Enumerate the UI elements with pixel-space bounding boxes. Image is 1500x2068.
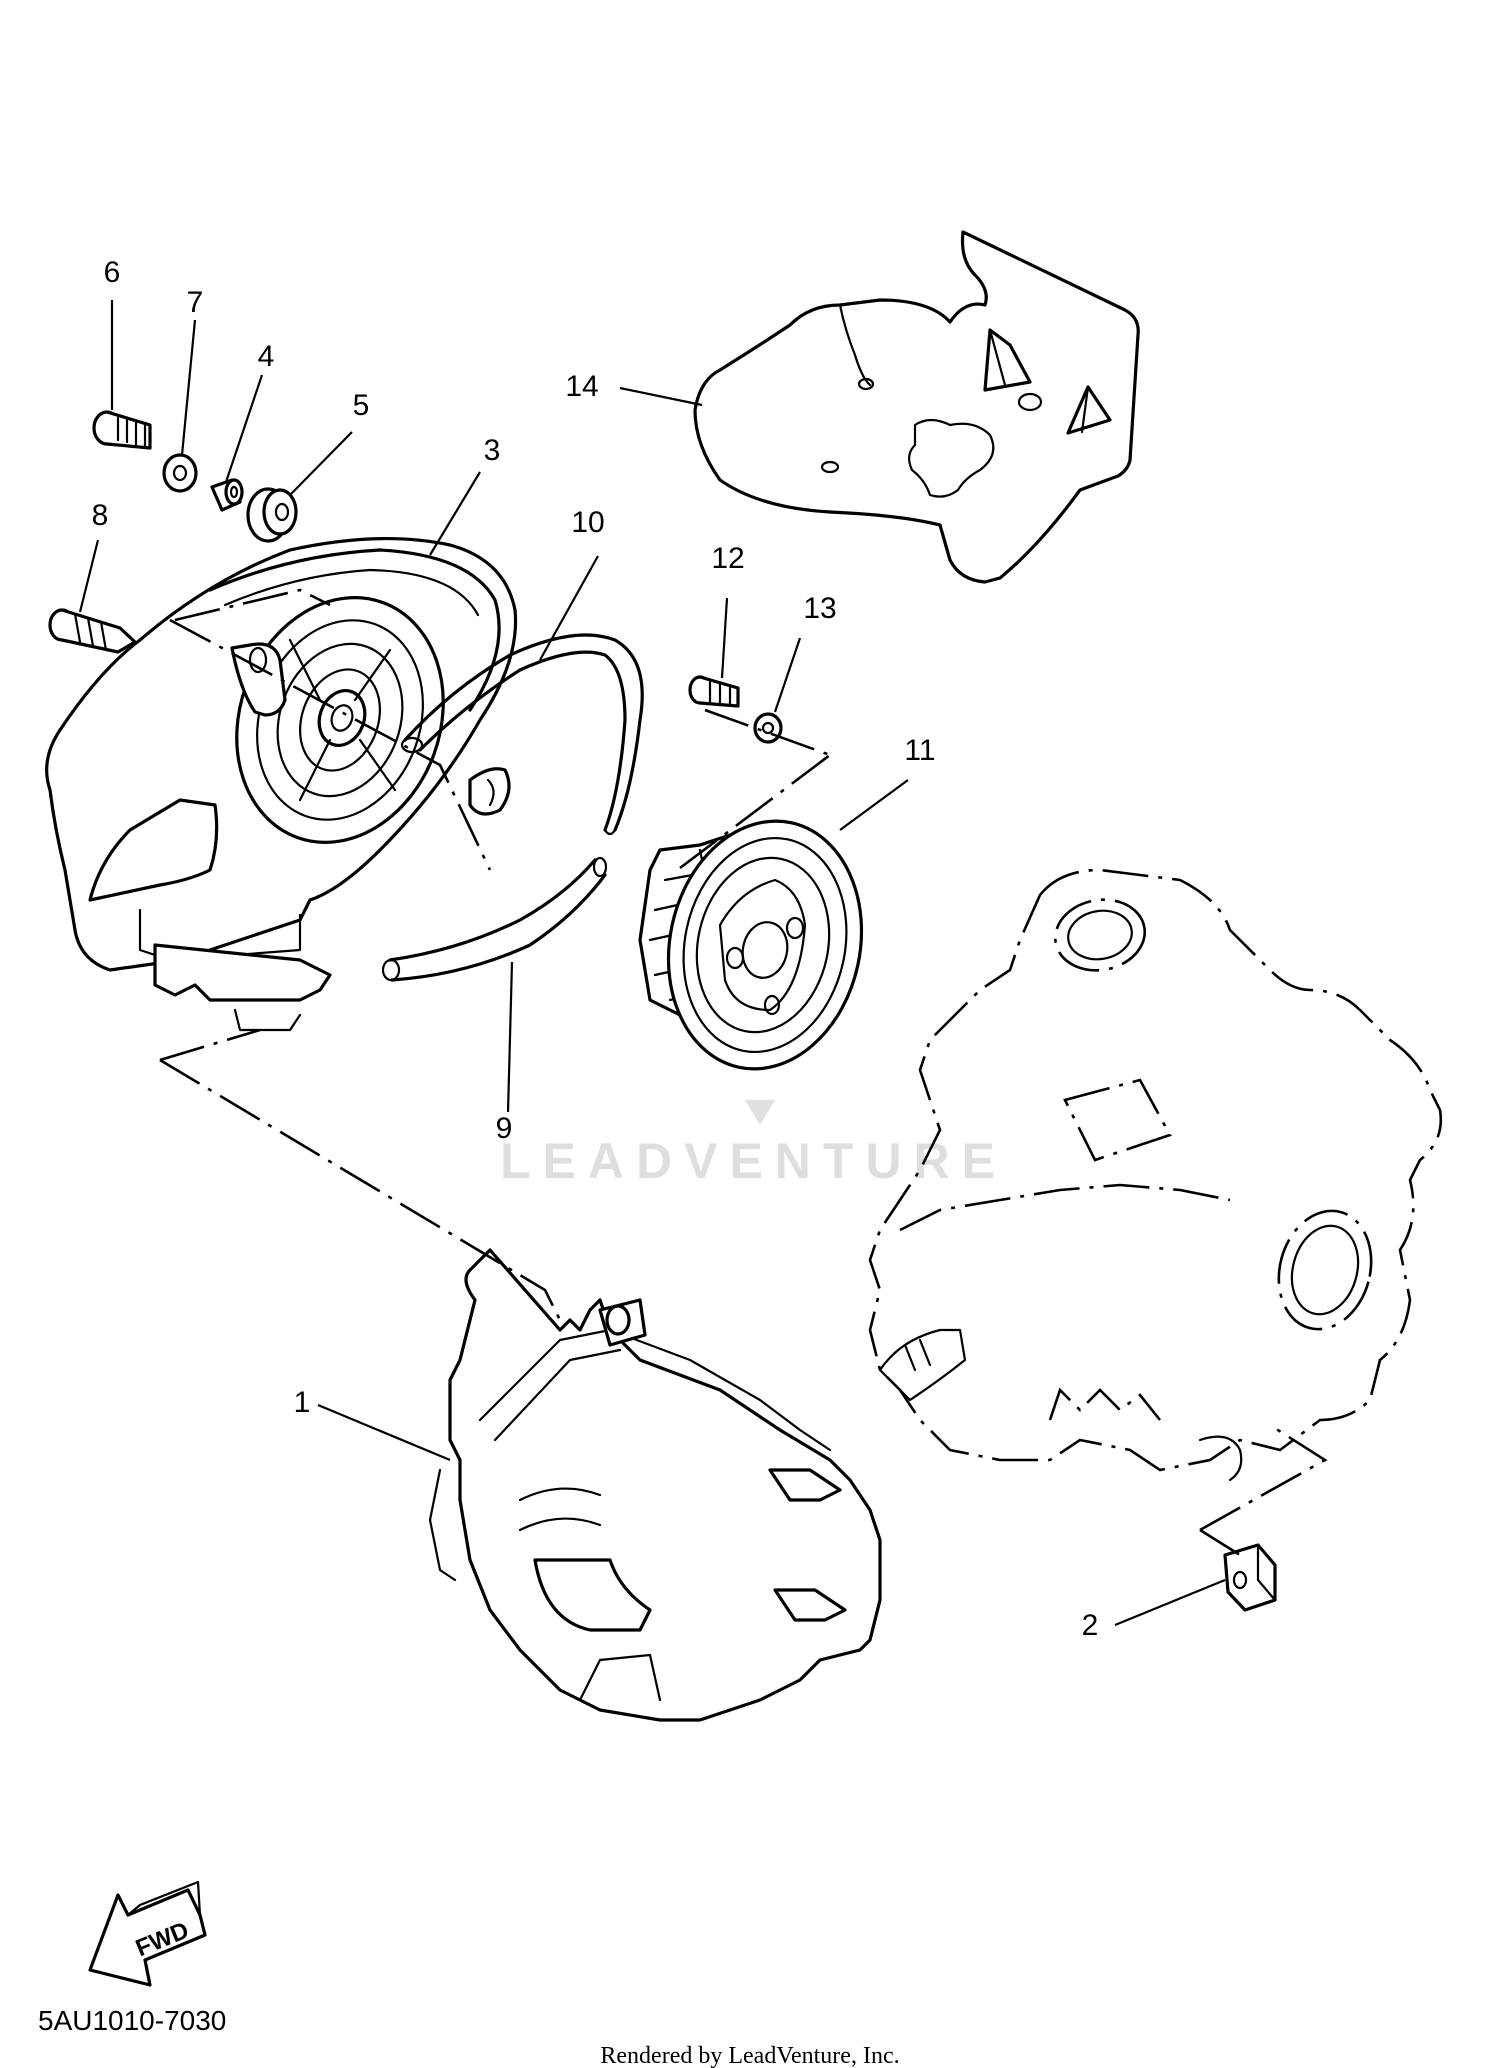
- engine-crankcase-outline: [868, 868, 1443, 1482]
- part-14-heat-shield: [693, 230, 1140, 584]
- part-10-hose: [400, 633, 644, 836]
- callout-14: 14: [565, 370, 598, 403]
- callout-1: 1: [294, 1386, 311, 1419]
- part-7-washer: [162, 453, 198, 493]
- callout-10: 10: [571, 506, 604, 539]
- part-6-bolt: [92, 410, 152, 450]
- callout-9: 9: [496, 1112, 513, 1145]
- assembly-lines: [159, 588, 1328, 1557]
- leader-lines: [78, 300, 1226, 1627]
- callout-2: 2: [1082, 1609, 1099, 1642]
- part-9-hose: [381, 856, 608, 982]
- callout-8: 8: [92, 499, 109, 532]
- callout-7: 7: [187, 286, 204, 319]
- callout-4: 4: [258, 340, 275, 373]
- callout-5: 5: [353, 389, 370, 422]
- part-13-washer: [753, 712, 783, 744]
- credit-text: Rendered by LeadVenture, Inc.: [600, 2043, 899, 2068]
- diagram-code: 5AU1010-7030: [38, 2005, 226, 2036]
- part-3-fan-cover: [45, 537, 518, 1032]
- watermark: LEADVENTURE: [500, 1133, 1007, 1189]
- part-4-collar: [210, 478, 244, 512]
- part-5-grommet: [246, 487, 298, 543]
- callout-12: 12: [711, 542, 744, 575]
- part-11-flywheel-fan: [638, 819, 864, 1071]
- part-2-clip: [1223, 1543, 1277, 1612]
- callout-labels: 6 7 4 5 3 8 10 14 12 13 11 9 1 2: [92, 256, 1099, 1642]
- callout-11: 11: [904, 734, 935, 767]
- callout-3: 3: [484, 434, 501, 467]
- part-8-screw: [48, 608, 137, 654]
- callout-6: 6: [104, 256, 121, 289]
- part-12-bolt: [688, 675, 740, 708]
- part-1-shroud: [428, 1248, 882, 1722]
- callout-13: 13: [803, 592, 836, 625]
- fwd-arrow-icon: FWD: [88, 1880, 207, 1987]
